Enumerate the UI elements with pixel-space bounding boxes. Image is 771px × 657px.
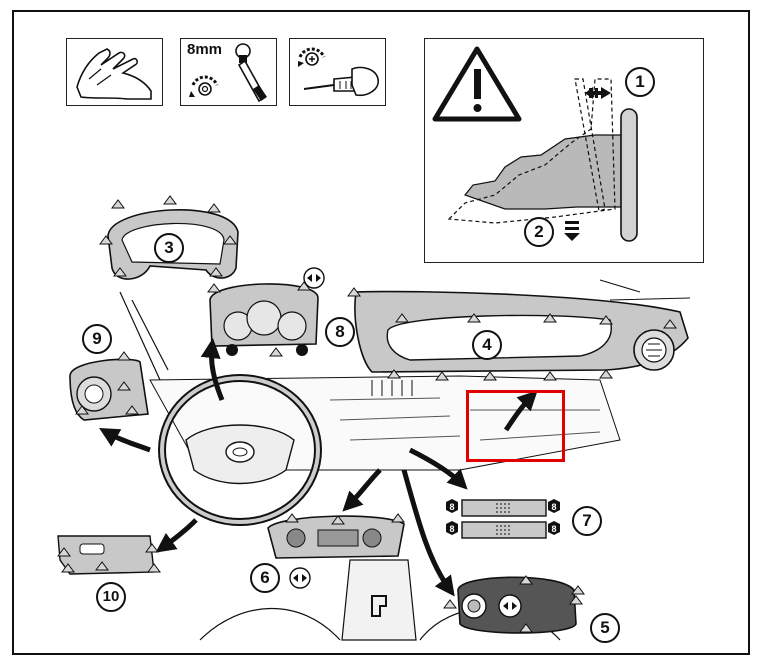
warning-panel: 1 2 <box>424 38 704 263</box>
removal-arrow <box>503 390 538 432</box>
removal-arrow <box>99 428 151 453</box>
callout-5: 5 <box>590 613 620 643</box>
warning-triangle-icon <box>432 46 522 122</box>
warning-step-1: 1 <box>625 67 655 97</box>
work-gloves-icon <box>76 48 152 100</box>
removal-arrow <box>401 469 455 597</box>
highlight-region <box>466 390 565 462</box>
tool-screwdriver-box <box>289 38 386 106</box>
callout-10: 10 <box>96 582 126 612</box>
bolt-label: 8 <box>449 502 454 512</box>
tool-gloves-box <box>66 38 163 106</box>
connector-disconnect-icon <box>289 267 325 589</box>
callout-9: 9 <box>82 324 112 354</box>
clip-markers <box>57 195 677 633</box>
callout-3: 3 <box>154 233 184 263</box>
removal-arrow <box>200 338 225 401</box>
bolt-hex-icon <box>446 499 560 535</box>
removal-arrow <box>408 447 468 490</box>
callout-8: 8 <box>325 317 355 347</box>
callout-4: 4 <box>472 330 502 360</box>
bolt-label: 8 <box>551 524 556 534</box>
socket-ratchet-icon <box>189 43 267 103</box>
callout-6: 6 <box>250 563 280 593</box>
bolt-label: 8 <box>449 524 454 534</box>
phillips-screwdriver-icon <box>298 47 379 97</box>
tool-socket-box: 8mm <box>180 38 277 106</box>
warning-step-2: 2 <box>524 217 554 247</box>
bolt-label: 8 <box>551 502 556 512</box>
removal-arrow <box>342 468 382 512</box>
socket-size-label: 8mm <box>187 41 223 58</box>
callout-7: 7 <box>572 506 602 536</box>
removal-arrow <box>155 518 198 553</box>
